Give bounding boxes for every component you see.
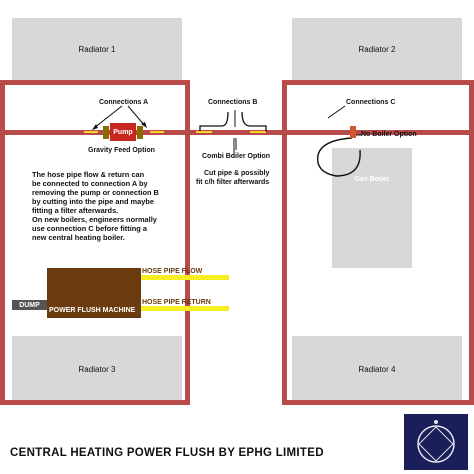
gas-boiler: Gas Boiler	[332, 148, 412, 268]
radiator-3: Radiator 3	[12, 336, 182, 402]
pipe-left-outer-vertical	[0, 80, 5, 405]
power-flush-machine	[47, 268, 141, 318]
valve-left	[103, 126, 109, 139]
pump-label: Pump	[113, 128, 133, 136]
arrow-c	[327, 105, 346, 119]
connection-c-loop	[316, 137, 361, 177]
arrow-a-right-down-head	[141, 122, 147, 128]
hose-pipe-flow-label: HOSE PIPE FLOW	[142, 268, 203, 275]
arrow-a-left-down-head	[92, 124, 98, 130]
connection-b-label: Connections B	[208, 99, 258, 106]
no-boiler-label: No Boiler Option	[361, 131, 417, 138]
dump-label: DUMP	[19, 301, 40, 309]
pipe-lower-right-horizontal	[282, 400, 474, 405]
pipe-right-inner-vertical	[282, 80, 287, 405]
power-flush-machine-label: POWER FLUSH MACHINE	[49, 307, 136, 314]
radiator-4-label: Radiator 4	[358, 364, 396, 374]
combi-boiler-label: Combi Boiler Option	[202, 153, 271, 160]
radiator-2: Radiator 2	[292, 18, 462, 80]
radiator-3-label: Radiator 3	[78, 364, 116, 374]
arrow-a-right-down	[127, 105, 146, 127]
dump-outlet: DUMP	[12, 300, 47, 310]
gravity-feed-label: Gravity Feed Option	[88, 147, 155, 154]
pipe-right-outer-vertical	[469, 80, 474, 405]
radiator-4: Radiator 4	[292, 336, 462, 402]
radiator-1: Radiator 1	[12, 18, 182, 80]
ephg-logo	[404, 414, 468, 470]
connection-c-valve	[350, 126, 356, 138]
gas-boiler-label: Gas Boiler	[354, 176, 390, 183]
pipe-lower-left-horizontal	[0, 400, 190, 405]
hose-pipe-flow	[141, 275, 229, 280]
connection-c-label: Connections C	[346, 99, 396, 106]
logo-emblem-icon	[417, 420, 455, 463]
pipe-left-inner-vertical	[185, 80, 190, 405]
pipe-main-flow	[0, 130, 474, 135]
page-title: CENTRAL HEATING POWER FLUSH BY EPHG LIMI…	[10, 447, 324, 459]
hose-pipe-return-label: HOSE PIPE RETURN	[142, 299, 211, 306]
pump: Pump	[110, 123, 136, 141]
cut-pipe-label-1: Cut pipe & possibly	[204, 170, 270, 177]
pipe-upper-right-horizontal	[282, 80, 474, 85]
valve-right	[137, 126, 143, 139]
arrow-a-left-down	[93, 105, 123, 129]
connection-b-loop	[199, 111, 267, 132]
cut-pipe-label-2: fit c/h filter afterwards	[196, 179, 270, 186]
hose-pipe-return	[141, 306, 229, 311]
radiator-2-label: Radiator 2	[358, 44, 396, 54]
radiator-1-label: Radiator 1	[78, 44, 116, 54]
pipe-upper-left-horizontal	[0, 80, 190, 85]
description-text: The hose pipe flow & return can be conne…	[32, 170, 159, 243]
connection-a-label: Connections A	[99, 99, 149, 106]
